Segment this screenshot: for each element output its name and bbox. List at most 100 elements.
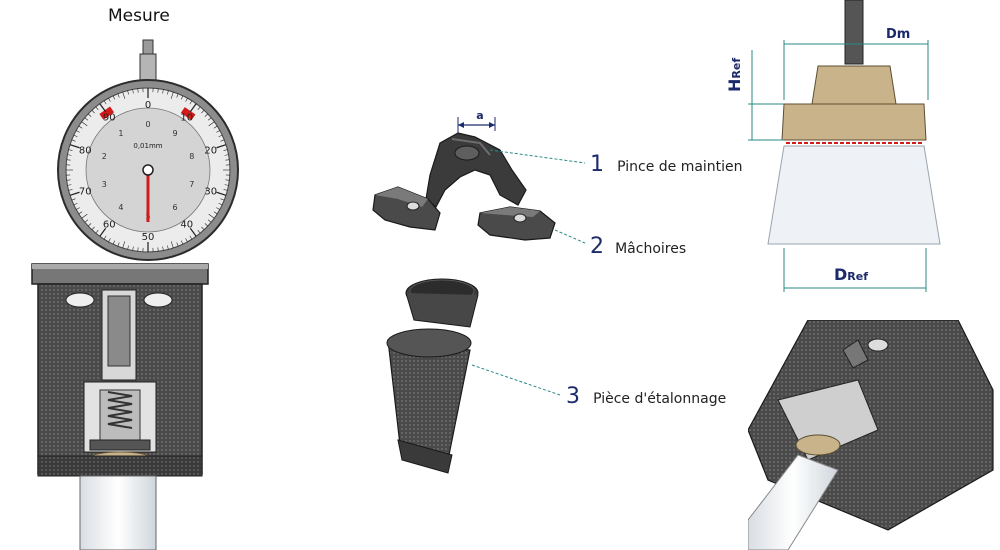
dial-outer-number: 0 [145, 100, 151, 111]
dial-tick [225, 179, 230, 181]
dial-tick [189, 235, 193, 240]
dial-tick [213, 211, 218, 215]
dial-tick [170, 241, 174, 249]
calib-body-top [386, 328, 472, 358]
dial-tick [207, 219, 212, 223]
dial-gauge-device: 01020304050607080900123456789 0,01mm [31, 39, 239, 550]
dial-tick [73, 134, 78, 138]
dim-a-arrow-right [489, 122, 495, 128]
dial-inner-number: 6 [172, 203, 177, 212]
dial-tick [84, 219, 89, 223]
dial-tick [176, 93, 179, 98]
dial-tick [81, 213, 88, 219]
glass-vessel [79, 475, 157, 550]
dial-tick [201, 110, 205, 114]
jaw-right-top [480, 207, 540, 217]
dial-tick [220, 139, 225, 142]
dial-outer-number: 40 [180, 219, 193, 230]
calib-neck [405, 292, 479, 328]
ref-rod [844, 0, 864, 65]
dial-inner-number: 3 [102, 180, 107, 189]
dial-tick [220, 198, 225, 201]
dref-label: DRef [834, 265, 868, 284]
dial-tick [167, 90, 169, 95]
dial-tick [223, 189, 228, 191]
part-number-2: 2 [590, 234, 604, 259]
dial-tick [189, 227, 197, 237]
dial-tick [225, 159, 230, 161]
jaw-right-hole [513, 213, 527, 223]
dial-inner-number: 1 [118, 129, 123, 138]
ref-glass [767, 145, 941, 245]
dial-tick [204, 113, 208, 117]
dial-tick [208, 213, 215, 219]
dial-tick [88, 113, 92, 117]
parts-illustration: a [372, 109, 556, 474]
dial-tick [218, 202, 223, 206]
leader-3 [471, 364, 561, 396]
dial-tick [162, 246, 164, 251]
dm-label: Dm [886, 27, 910, 42]
dial-inner-number: 4 [118, 203, 123, 212]
dial-inner-number: 8 [189, 152, 194, 161]
needle-hub [142, 164, 154, 176]
href-label: HRef [725, 58, 744, 92]
dial-tick [216, 207, 221, 210]
persp-glass [748, 454, 839, 550]
limit-marker-right [180, 107, 196, 121]
plunger [107, 295, 131, 367]
dial-tick [213, 125, 218, 129]
calib-bottom [397, 439, 453, 474]
dial-tick [81, 121, 88, 127]
persp-brass-ring [795, 434, 841, 456]
dial-outer-number: 70 [79, 186, 92, 197]
dial-tick [108, 97, 111, 102]
dial-tick [71, 139, 76, 142]
dial-tick [189, 100, 193, 105]
persp-tab [842, 339, 869, 369]
part-label-2: 2 Mâchoires [590, 234, 686, 259]
dial-tick [67, 154, 72, 156]
dim-a-label: a [476, 109, 483, 122]
dial-tick [78, 211, 83, 215]
dial-tick [103, 235, 107, 240]
dial-tick [127, 90, 129, 95]
dial-tick [99, 227, 107, 237]
dial-tick [95, 229, 99, 234]
dial-tick [157, 88, 159, 93]
dial-tick [112, 240, 116, 245]
reference-dimensions-drawing: Dm HRef DRef [725, 0, 941, 292]
body-top-highlight [32, 264, 208, 269]
dial-tick [108, 238, 111, 243]
dial-tick [207, 117, 212, 121]
dial-tick [66, 179, 71, 181]
dial-tick [75, 130, 80, 133]
dial-outer-number: 80 [79, 146, 92, 157]
dial-tick [224, 184, 229, 186]
dial-tick [137, 88, 139, 93]
part-name-1: Pince de maintien [617, 159, 743, 175]
dial-tick [69, 191, 80, 196]
dial-outer-number: 60 [103, 219, 116, 230]
dial-tick [122, 241, 126, 249]
dial-tick [68, 149, 73, 151]
dial-tick [167, 245, 169, 250]
dial-tick [122, 91, 126, 99]
dial-tick [137, 247, 139, 252]
dial-tick [197, 106, 201, 111]
limit-marker-left [99, 106, 115, 120]
perspective-view [748, 320, 994, 550]
spring [107, 391, 133, 429]
dial-tick [73, 202, 78, 206]
dim-a-arrow-left [458, 122, 464, 128]
part-number-3: 3 [566, 384, 580, 409]
dial-tick [84, 117, 89, 121]
dial-tick [224, 154, 229, 156]
cutaway-base [89, 439, 151, 451]
dial-tick [75, 207, 80, 210]
dial-tick [112, 95, 116, 100]
dial-tick [216, 191, 227, 196]
clamp-highlight [451, 138, 491, 156]
dial-tick [78, 125, 83, 129]
jaw-left-hole [406, 201, 420, 211]
